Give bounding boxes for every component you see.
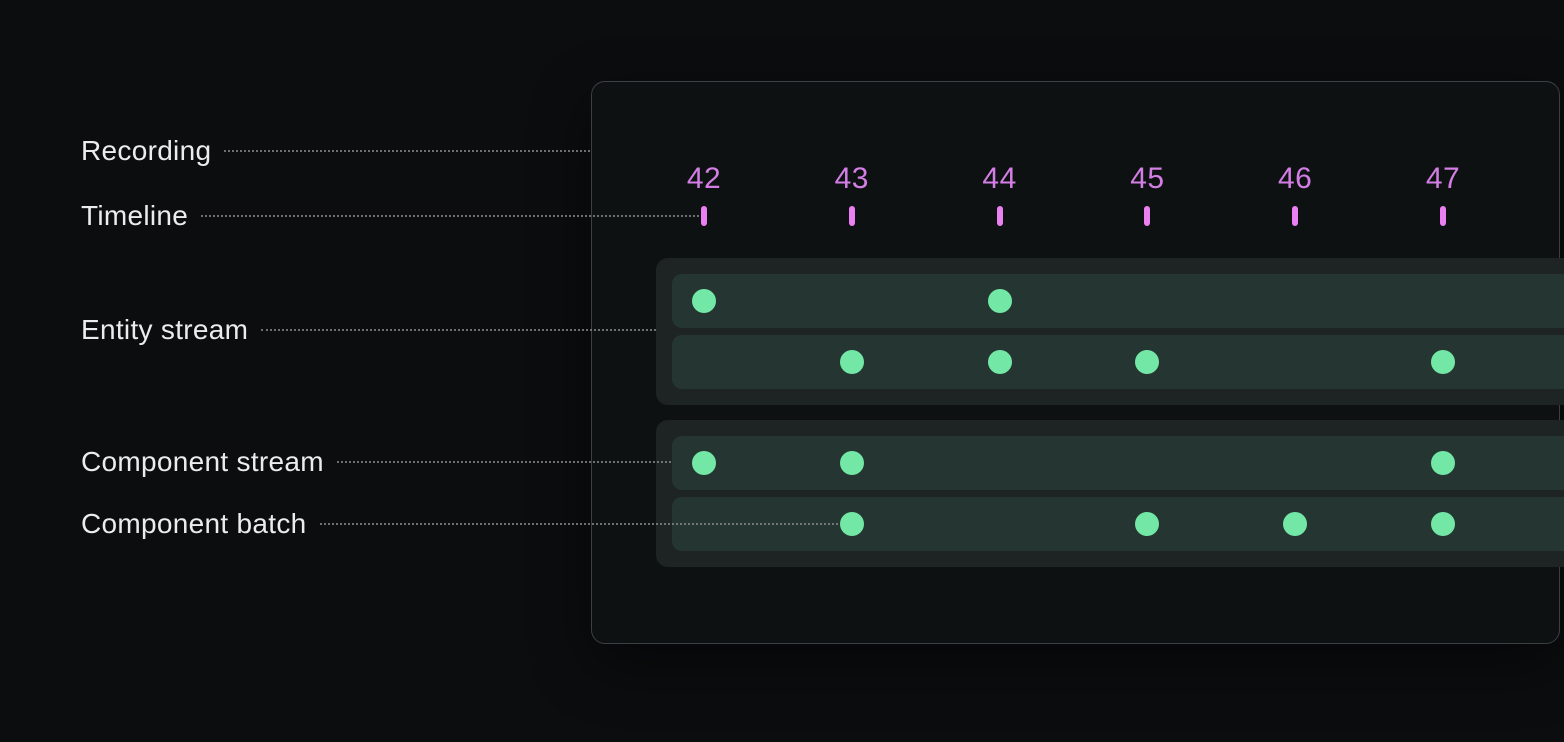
timeline-tick <box>701 206 707 226</box>
annotation-timeline: Timeline <box>81 198 699 234</box>
annotation-entity-stream: Entity stream <box>81 312 656 348</box>
component-batch-dot <box>1431 350 1455 374</box>
annotation-entity-stream-label: Entity stream <box>81 314 249 345</box>
annotation-component-batch-leader-line <box>319 523 838 525</box>
annotation-entity-stream-leader-line <box>261 329 656 331</box>
component-stream-row <box>672 335 1564 389</box>
component-batch-dot <box>1431 451 1455 475</box>
component-batch-dot <box>1283 512 1308 536</box>
entity-stream-group-1 <box>656 258 1564 405</box>
timeline-tick-label: 42 <box>686 162 722 195</box>
component-batch-dot <box>692 451 716 475</box>
timeline-tick-label: 43 <box>834 162 869 195</box>
timeline-tick-label: 45 <box>1130 162 1165 195</box>
timeline-tick <box>848 206 855 226</box>
timeline-tick-label: 47 <box>1425 162 1461 195</box>
annotation-component-stream: Component stream <box>81 444 671 480</box>
component-batch-dot <box>839 512 864 536</box>
component-batch-dot <box>839 451 864 475</box>
annotation-component-stream-leader-line <box>336 461 671 463</box>
annotation-recording-leader-line <box>224 150 590 152</box>
component-batch-dot <box>1431 512 1455 536</box>
component-batch-dot <box>987 289 1012 313</box>
annotation-timeline-label: Timeline <box>81 200 189 231</box>
timeline-tick-label: 44 <box>982 162 1017 195</box>
timeline-tick <box>1144 206 1151 226</box>
annotation-component-stream-label: Component stream <box>81 446 324 477</box>
component-batch-dot <box>987 350 1012 374</box>
component-batch-dot <box>692 289 716 313</box>
timeline-tick-label: 46 <box>1278 162 1313 195</box>
component-stream-row <box>672 436 1564 490</box>
annotation-timeline-leader-line <box>201 215 699 217</box>
entity-stream-group-2 <box>656 420 1564 567</box>
annotation-component-batch: Component batch <box>81 506 838 542</box>
timeline-tick <box>1292 206 1299 226</box>
annotation-component-batch-label: Component batch <box>81 508 307 539</box>
annotation-recording: Recording <box>81 133 590 169</box>
component-batch-dot <box>1135 512 1160 536</box>
component-batch-dot <box>1135 350 1160 374</box>
timeline-tick <box>1440 206 1446 226</box>
annotation-recording-label: Recording <box>81 135 212 166</box>
timeline-tick <box>996 206 1003 226</box>
component-stream-row <box>672 274 1564 328</box>
component-batch-dot <box>839 350 864 374</box>
